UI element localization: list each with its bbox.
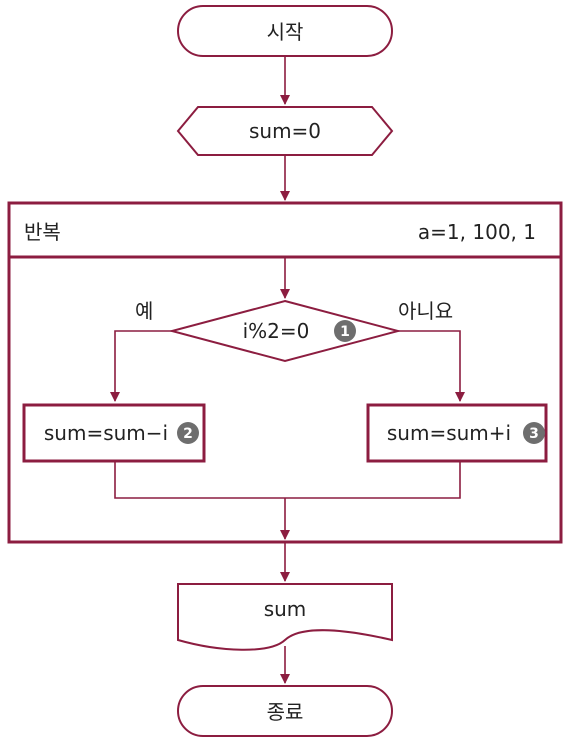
no-label: 아니요 (398, 299, 453, 323)
decision-diamond: i%2=0 1 (168, 299, 402, 363)
output-label: sum (264, 597, 307, 621)
loop-box: 반복 a=1, 100, 1 (7, 201, 563, 544)
svg-text:3: 3 (529, 426, 539, 442)
yes-label: 예 (135, 299, 153, 323)
end-label: 종료 (267, 700, 304, 724)
badge-3: 3 (523, 422, 545, 444)
svg-text:1: 1 (340, 324, 350, 340)
end-terminal: 종료 (177, 685, 393, 737)
arrow-no-branch (398, 330, 465, 402)
process-subtract-label: sum=sum−i (44, 421, 168, 445)
arrow-yes-branch (110, 330, 172, 402)
badge-2: 2 (177, 422, 199, 444)
merge-line (114, 461, 461, 499)
decision-condition: i%2=0 (243, 319, 310, 343)
start-terminal: 시작 (177, 5, 393, 57)
output-document: sum (177, 583, 393, 651)
init-preparation: sum=0 (176, 106, 394, 156)
loop-range: a=1, 100, 1 (418, 220, 536, 244)
process-add-label: sum=sum+i (387, 421, 511, 445)
svg-text:2: 2 (183, 426, 193, 442)
loop-label: 반복 (24, 220, 61, 244)
process-subtract: sum=sum−i 2 (22, 403, 206, 463)
start-label: 시작 (267, 20, 304, 44)
badge-1: 1 (334, 320, 356, 342)
init-label: sum=0 (249, 119, 321, 143)
process-add: sum=sum+i 3 (366, 403, 548, 463)
